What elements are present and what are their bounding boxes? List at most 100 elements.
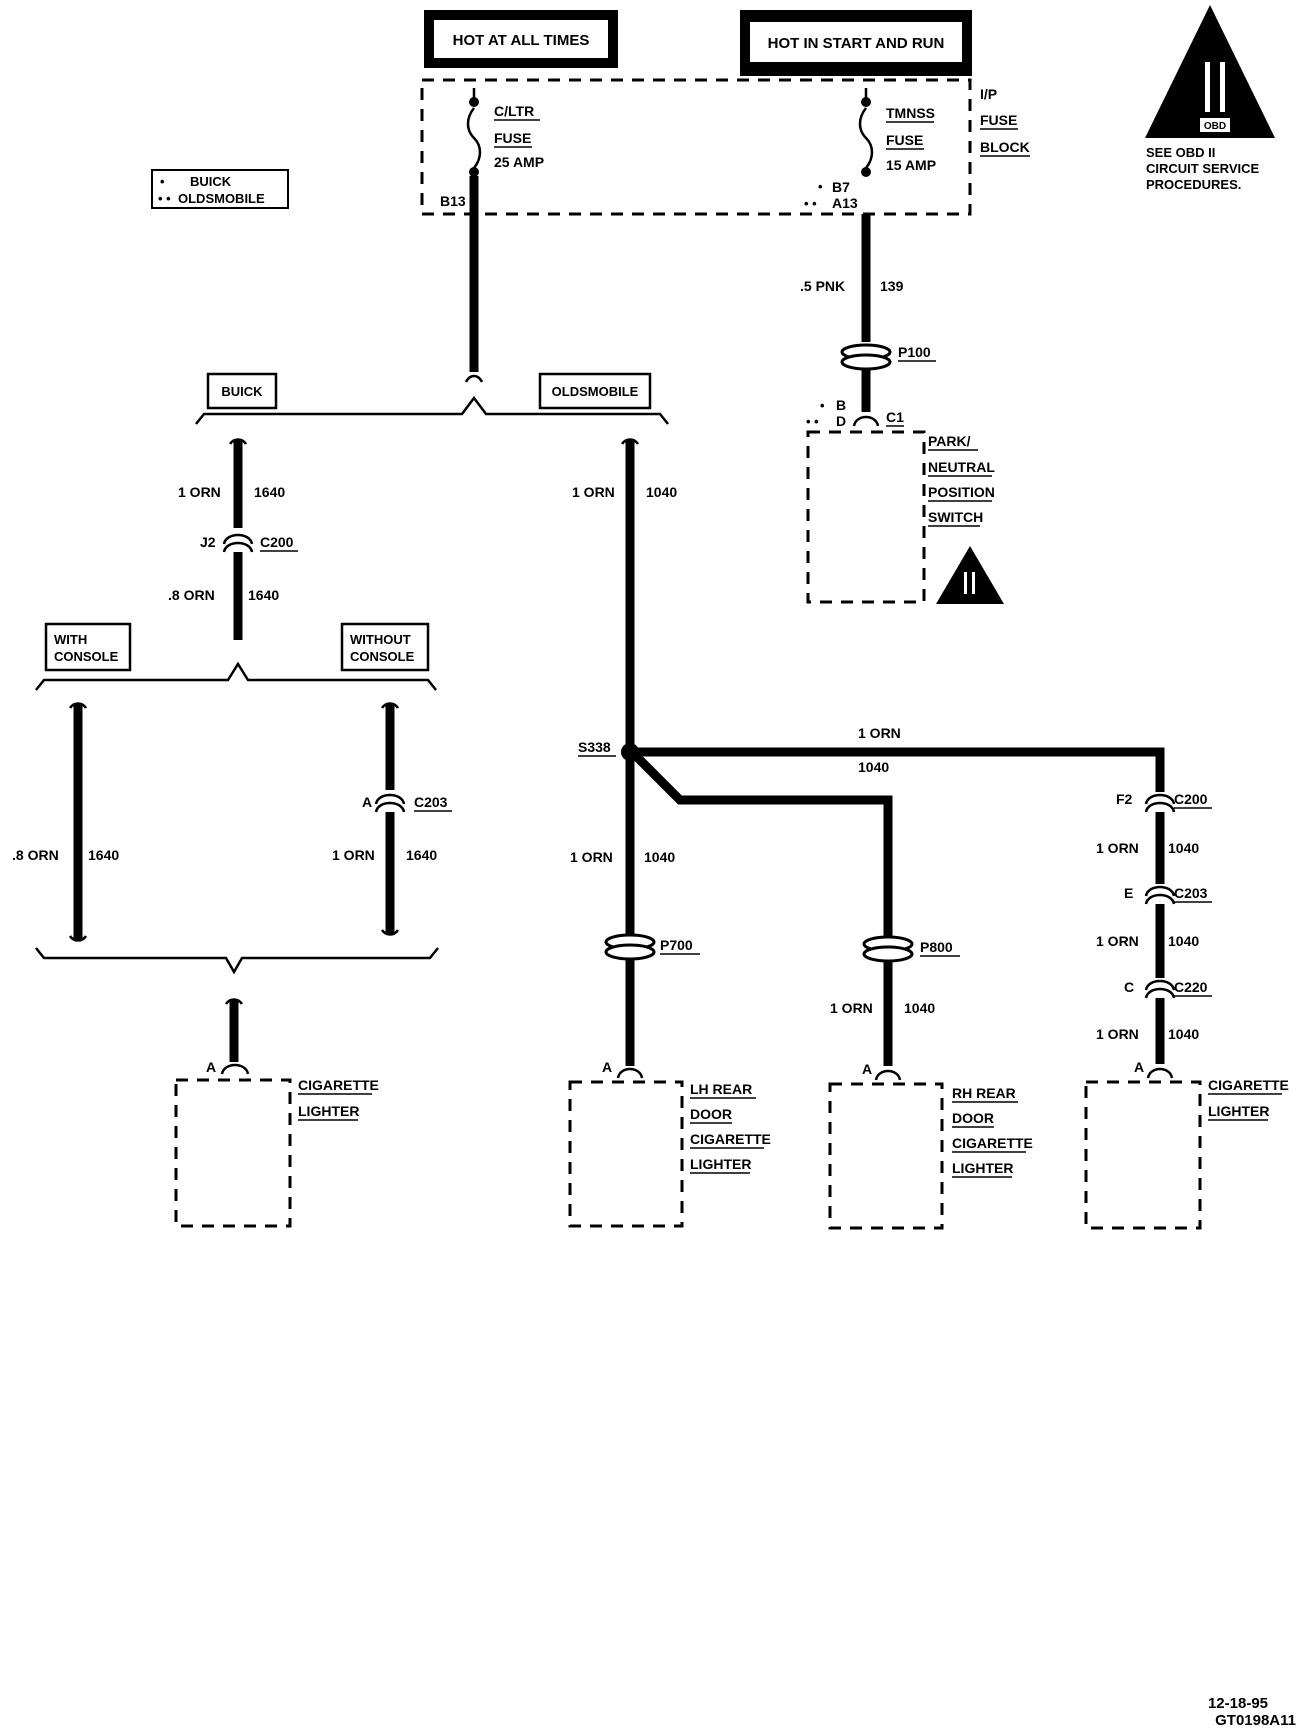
lh-rear-door-cigarette-lighter bbox=[568, 1080, 684, 1228]
svg-text:WITHOUT: WITHOUT bbox=[350, 632, 411, 647]
rh-rear-label-1: RH REAR bbox=[952, 1085, 1016, 1101]
c200-buick-label: C200 bbox=[260, 534, 294, 550]
svg-text:OLDSMOBILE: OLDSMOBILE bbox=[552, 384, 639, 399]
wire-1-orn-olds-lighter: 1 ORN bbox=[1096, 1026, 1139, 1042]
c203-buick-connector bbox=[374, 793, 406, 813]
p100-connector bbox=[840, 343, 892, 371]
wire-1-orn-rh: 1 ORN bbox=[830, 1000, 873, 1016]
c203-pin-a: A bbox=[362, 794, 372, 810]
obd-note-line-2: CIRCUIT SERVICE bbox=[1146, 161, 1259, 176]
fuse1-rating: 25 AMP bbox=[494, 154, 544, 170]
obd-ii-warning-icon: OBD bbox=[1145, 5, 1275, 138]
pnp-switch-label-2: NEUTRAL bbox=[928, 459, 995, 475]
wire-pnk-label: .5 PNK bbox=[800, 278, 845, 294]
c200-j2-connector bbox=[222, 533, 254, 553]
svg-text:CONSOLE: CONSOLE bbox=[350, 649, 415, 664]
wire-1040-c200-c203: 1040 bbox=[1168, 840, 1199, 856]
legend-buick: BUICK bbox=[190, 174, 232, 189]
lh-rear-label-4: LIGHTER bbox=[690, 1156, 751, 1172]
wire-08-orn-with-console: .8 ORN bbox=[12, 847, 59, 863]
rh-rear-label-2: DOOR bbox=[952, 1110, 994, 1126]
wire-1640-without-console: 1640 bbox=[406, 847, 437, 863]
obd-note-line-1: SEE OBD II bbox=[1146, 145, 1215, 160]
c203-buick-label: C203 bbox=[414, 794, 448, 810]
legend-box: • BUICK • • OLDSMOBILE bbox=[151, 169, 289, 209]
cigarette-lighter-oldsmobile bbox=[1084, 1080, 1202, 1230]
p100-label: P100 bbox=[898, 344, 931, 360]
wire-08-orn-buick: .8 ORN bbox=[168, 587, 215, 603]
branch-buick-label: BUICK bbox=[206, 372, 278, 410]
lh-rear-label-3: CIGARETTE bbox=[690, 1131, 771, 1147]
tmnss-fuse bbox=[858, 88, 874, 177]
wire-1640-with-console: 1640 bbox=[88, 847, 119, 863]
p700-connector bbox=[604, 933, 656, 961]
fuse-block-label-3: BLOCK bbox=[980, 139, 1030, 155]
rh-rear-door-cigarette-lighter bbox=[828, 1082, 944, 1230]
p800-connector bbox=[862, 935, 914, 963]
c1-pin-b: B bbox=[836, 397, 846, 413]
cig-lighter-olds-label-1: CIGARETTE bbox=[1208, 1077, 1289, 1093]
c-ltr-fuse bbox=[466, 88, 482, 177]
fuse2-terminal-a13: A13 bbox=[832, 195, 858, 211]
fuse1-terminal: B13 bbox=[440, 193, 466, 209]
rh-rear-pin-a: A bbox=[862, 1061, 872, 1077]
wire-1040-rh: 1040 bbox=[904, 1000, 935, 1016]
cig-lighter-buick-label-1: CIGARETTE bbox=[298, 1077, 379, 1093]
c203-olds-label: C203 bbox=[1174, 885, 1208, 901]
pnp-switch-label-1: PARK/ bbox=[928, 433, 971, 449]
svg-text:BUICK: BUICK bbox=[221, 384, 263, 399]
legend-buick-mark: • bbox=[160, 174, 165, 189]
wire-1040-top-branch: 1040 bbox=[858, 759, 889, 775]
svg-text:• •: • • bbox=[804, 196, 817, 211]
fuse2-fuse-word: FUSE bbox=[886, 132, 923, 148]
wire-1640-buick: 1640 bbox=[254, 484, 285, 500]
pnp-switch-label-3: POSITION bbox=[928, 484, 995, 500]
c-label: C bbox=[1124, 979, 1134, 995]
rh-rear-label-4: LIGHTER bbox=[952, 1160, 1013, 1176]
legend-oldsmobile: OLDSMOBILE bbox=[178, 191, 265, 206]
fuse-block-label-1: I/P bbox=[980, 86, 997, 102]
branch-without-console: WITHOUT CONSOLE bbox=[340, 622, 430, 672]
fuse1-name: C/LTR bbox=[494, 103, 534, 119]
hot-at-all-times-label: HOT AT ALL TIMES bbox=[453, 32, 590, 49]
c1-label: C1 bbox=[886, 409, 904, 425]
buick-oldsmobile-bracket bbox=[195, 395, 669, 425]
svg-text:WITH: WITH bbox=[54, 632, 87, 647]
wire-1040-c203-c220: 1040 bbox=[1168, 933, 1199, 949]
park-neutral-position-switch bbox=[806, 430, 926, 604]
svg-text:CONSOLE: CONSOLE bbox=[54, 649, 119, 664]
svg-text:•: • bbox=[818, 179, 823, 194]
s338-label: S338 bbox=[578, 739, 611, 755]
lh-rear-label-2: DOOR bbox=[690, 1106, 732, 1122]
wire-1040-olds-lighter: 1040 bbox=[1168, 1026, 1199, 1042]
cig-lighter-olds-label-2: LIGHTER bbox=[1208, 1103, 1269, 1119]
obd-badge: OBD bbox=[1204, 121, 1226, 132]
wire-1-orn-olds: 1 ORN bbox=[572, 484, 615, 500]
svg-text:• •: • • bbox=[806, 414, 819, 429]
c200-olds-label: C200 bbox=[1174, 791, 1208, 807]
footer-date: 12-18-95 bbox=[1208, 1695, 1268, 1712]
console-bracket bbox=[35, 661, 437, 691]
c220-connector bbox=[1144, 979, 1176, 999]
j2-label: J2 bbox=[200, 534, 216, 550]
footer-code: GT0198A11 bbox=[1215, 1712, 1296, 1729]
lighter-olds-pin-a: A bbox=[1134, 1059, 1144, 1075]
fuse2-terminal-b7: B7 bbox=[832, 179, 850, 195]
ip-fuse-block bbox=[420, 78, 972, 216]
wire-1-orn-top-branch: 1 ORN bbox=[858, 725, 901, 741]
wire-139-label: 139 bbox=[880, 278, 904, 294]
cig-lighter-buick-label-2: LIGHTER bbox=[298, 1103, 359, 1119]
p700-label: P700 bbox=[660, 937, 693, 953]
c220-label: C220 bbox=[1174, 979, 1208, 995]
c203-e-connector bbox=[1144, 885, 1176, 905]
wire-1-orn-c203-c220: 1 ORN bbox=[1096, 933, 1139, 949]
f2-label: F2 bbox=[1116, 791, 1133, 807]
e-label: E bbox=[1124, 885, 1133, 901]
c200-f2-connector bbox=[1144, 793, 1176, 813]
rh-rear-label-3: CIGARETTE bbox=[952, 1135, 1033, 1151]
branch-oldsmobile-label: OLDSMOBILE bbox=[538, 372, 652, 410]
wire-1-orn-without-console: 1 ORN bbox=[332, 847, 375, 863]
branch-with-console: WITH CONSOLE bbox=[44, 622, 132, 672]
wire-1640-buick-lower: 1640 bbox=[248, 587, 279, 603]
